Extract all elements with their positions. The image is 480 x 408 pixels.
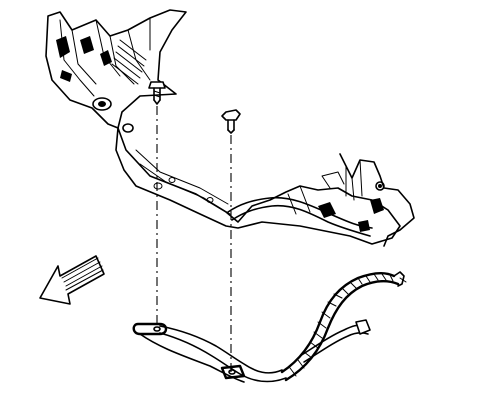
brake-pipe-assembly [132, 271, 407, 383]
front-direction-arrow-icon [39, 255, 105, 305]
vehicle-frame [45, 9, 415, 247]
bolt-right [221, 109, 241, 134]
bolt-left [148, 81, 166, 105]
